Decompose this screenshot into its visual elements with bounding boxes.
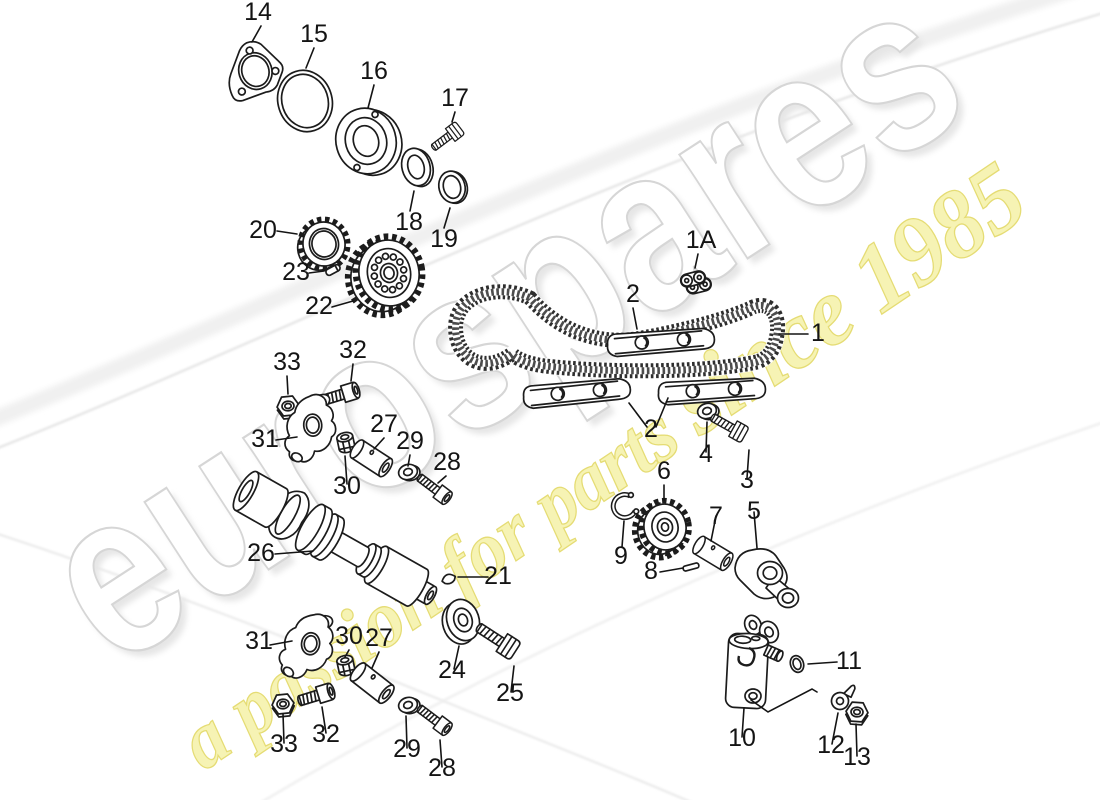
part-label-33b: 33	[270, 730, 298, 758]
part-label-20: 20	[249, 216, 277, 244]
part-13-nut	[844, 700, 870, 727]
parts-artwork	[228, 40, 870, 738]
part-label-18: 18	[395, 208, 423, 236]
part-label-2b: 2	[644, 415, 658, 443]
part-22-sprocket	[344, 233, 426, 319]
part-9-circlip	[610, 491, 640, 521]
part-26-camshaft	[232, 470, 438, 607]
part-label-22: 22	[305, 292, 333, 320]
part-label-4: 4	[699, 440, 713, 468]
part-12-tab-washer	[830, 684, 856, 711]
part-label-26: 26	[247, 539, 275, 567]
part-label-1A: 1A	[686, 226, 717, 254]
part-20-toothed-ring	[296, 216, 351, 272]
part-14-flange	[228, 40, 284, 102]
part-label-7: 7	[709, 502, 723, 530]
part-label-15: 15	[300, 20, 328, 48]
part-15-seal-ring	[276, 69, 334, 133]
part-label-32b: 32	[312, 720, 340, 748]
part-label-11: 11	[836, 647, 862, 675]
part-8-pin	[682, 562, 700, 572]
part-6-sprocket	[631, 497, 692, 561]
part-10-chain-tensioner	[724, 614, 784, 710]
part-17-hex-bolt	[427, 120, 466, 156]
part-label-16: 16	[360, 57, 388, 85]
part-label-3: 3	[740, 466, 754, 494]
part-label-30b: 30	[335, 622, 363, 650]
part-label-8: 8	[644, 557, 658, 585]
part-label-30a: 30	[333, 472, 361, 500]
part-label-12: 12	[817, 731, 845, 759]
part-label-29a: 29	[396, 427, 424, 455]
part-label-13: 13	[843, 743, 871, 771]
part-label-27b: 27	[365, 624, 393, 652]
part-label-5: 5	[747, 497, 761, 525]
part-19-ring	[437, 170, 469, 205]
part-label-28b: 28	[428, 754, 456, 782]
part-label-25: 25	[496, 679, 524, 707]
part-label-27a: 27	[370, 410, 398, 438]
bracket-line-12	[750, 688, 818, 713]
part-label-33a: 33	[273, 348, 301, 376]
part-25-hex-bolt	[471, 617, 522, 661]
part-label-23: 23	[282, 258, 310, 286]
part-21-key	[441, 573, 457, 585]
part-label-32a: 32	[339, 336, 367, 364]
part-label-24: 24	[438, 656, 466, 684]
part-label-17: 17	[441, 84, 469, 112]
part-label-29b: 29	[393, 735, 421, 763]
part-label-19: 19	[430, 225, 458, 253]
part-label-14: 14	[244, 0, 272, 26]
part-label-1: 1	[811, 319, 825, 347]
part-label-21: 21	[484, 562, 512, 590]
part-16-flange	[334, 107, 403, 177]
part-label-28a: 28	[433, 448, 461, 476]
part-label-2a: 2	[626, 280, 640, 308]
part-label-10: 10	[728, 724, 756, 752]
part-24-disc	[441, 598, 481, 645]
leader-lines	[251, 25, 858, 768]
part-label-31b: 31	[245, 627, 273, 655]
part-18-washer	[400, 147, 435, 188]
part-11-o-ring	[789, 654, 805, 674]
part-5-lever	[734, 548, 800, 609]
part-label-9: 9	[614, 542, 628, 570]
part-23-pin	[325, 263, 341, 277]
part-label-6: 6	[657, 457, 671, 485]
part-label-31a: 31	[251, 425, 279, 453]
